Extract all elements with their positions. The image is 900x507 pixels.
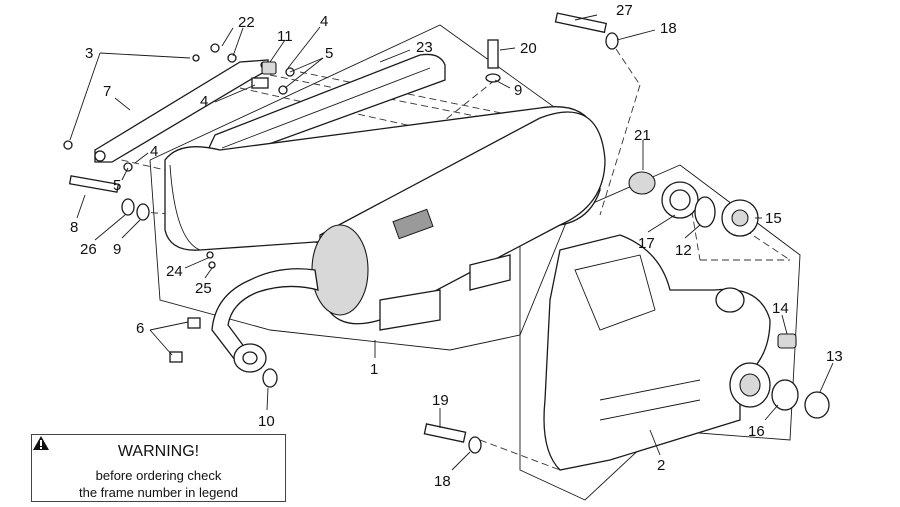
callout-9-left: 9 [113, 241, 121, 258]
warning-title-text: WARNING! [117, 443, 200, 460]
small-hardware [63, 12, 619, 454]
callout-4-top: 4 [320, 13, 328, 30]
callout-4-mid: 4 [200, 93, 208, 110]
callout-9-top: 9 [514, 82, 522, 99]
callout-4-left: 4 [150, 143, 158, 160]
callout-27: 27 [616, 2, 633, 19]
callout-5-left: 5 [113, 177, 121, 194]
callout-14: 14 [772, 300, 789, 317]
bearings-seals [628, 171, 830, 419]
callout-15: 15 [765, 210, 782, 227]
muffler-group-outline [149, 24, 601, 351]
callout-5-top: 5 [325, 45, 333, 62]
muffler-body [311, 111, 606, 331]
callout-17: 17 [638, 235, 655, 252]
callout-12: 12 [675, 242, 692, 259]
callout-21: 21 [634, 127, 651, 144]
callout-18-bottom: 18 [434, 473, 451, 490]
callout-7: 7 [103, 83, 111, 100]
callout-13: 13 [826, 348, 843, 365]
callout-6: 6 [136, 320, 144, 337]
callout-24: 24 [166, 263, 183, 280]
warning-title: WARNING! [32, 436, 285, 461]
callout-26: 26 [80, 241, 97, 258]
callout-10: 10 [258, 413, 275, 430]
exhaust-pipe [211, 268, 319, 373]
leader-lines [69, 14, 834, 471]
warning-line-2: the frame number in legend [79, 485, 238, 500]
callout-23: 23 [416, 39, 433, 56]
callout-18-top: 18 [660, 20, 677, 37]
callout-labels: 22 11 4 27 18 3 5 23 20 7 4 9 4 5 21 8 2… [70, 2, 843, 490]
callout-16: 16 [748, 423, 765, 440]
callout-3: 3 [85, 45, 93, 62]
callout-1: 1 [370, 361, 378, 378]
warning-line-1: before ordering check [95, 468, 222, 483]
callout-2: 2 [657, 457, 665, 474]
callout-22: 22 [238, 14, 255, 31]
callout-25: 25 [195, 280, 212, 297]
cover-group-outline [519, 164, 801, 501]
transmission-cover-part-2 [543, 234, 771, 471]
warning-box: WARNING! before ordering check the frame… [31, 434, 286, 502]
warning-triangle-icon [33, 436, 49, 450]
callout-19: 19 [432, 392, 449, 409]
callout-20: 20 [520, 40, 537, 57]
callout-11: 11 [277, 28, 293, 45]
callout-8: 8 [70, 219, 78, 236]
